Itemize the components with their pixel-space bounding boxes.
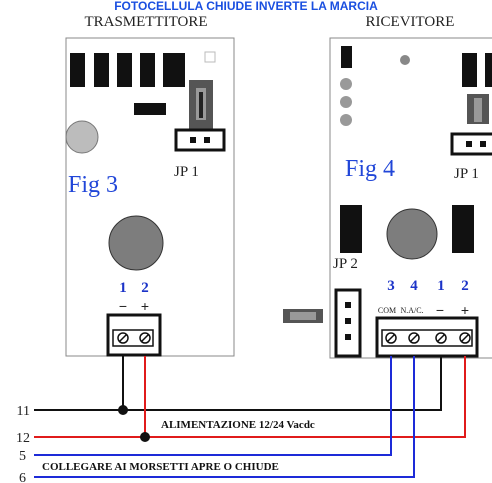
transmitter-component	[134, 103, 166, 115]
transmitter-led-block	[94, 53, 109, 87]
receiver-screw-slot	[386, 333, 396, 343]
transmitter-pin-sign: −	[119, 298, 127, 314]
wire-6	[34, 356, 415, 478]
transmitter-pin-sign: +	[141, 298, 149, 314]
transmitter-jp1-pin	[190, 137, 196, 143]
transmitter-lens	[65, 120, 99, 154]
receiver-jp1-label: JP 1	[454, 166, 479, 182]
transmitter-screw-slot	[140, 333, 150, 343]
transmitter-jp1-header	[174, 128, 226, 152]
receiver-pad	[340, 96, 352, 108]
wire-11	[34, 356, 442, 411]
wire-number-11: 11	[17, 404, 30, 419]
wire-number-5: 5	[19, 449, 26, 464]
receiver-screw-slot	[460, 333, 470, 343]
receiver-jp2-pin	[345, 302, 351, 308]
transmitter-board: TRASMETTITORE JP 1 Fig 3 1 2 − +	[65, 14, 235, 357]
wire-5	[34, 356, 392, 456]
receiver-screw-slot	[436, 333, 446, 343]
receiver-jp2-label: JP 2	[333, 256, 358, 272]
receiver-terminal-label: N.A/C.	[400, 306, 423, 315]
receiver-jp1-pin	[466, 141, 472, 147]
receiver-jp2-pin	[345, 334, 351, 340]
transmitter-pin-number: 1	[119, 280, 127, 296]
wire-12-junction	[140, 432, 150, 442]
receiver-jumper-detail	[474, 98, 482, 122]
transmitter-emitter	[108, 215, 164, 271]
diagram-title: FOTOCELLULA CHIUDE INVERTE LA MARCIA	[114, 0, 378, 13]
receiver-label: RICEVITORE	[366, 14, 455, 30]
receiver-jp2-header	[334, 288, 362, 358]
transmitter-pin-number: 2	[141, 280, 149, 296]
receiver-pad	[340, 114, 352, 126]
transmitter-label: TRASMETTITORE	[84, 14, 207, 30]
receiver-component	[452, 205, 474, 253]
transmitter-led-block	[117, 53, 132, 87]
receiver-jp2-jumper-detail	[290, 312, 316, 320]
transmitter-chip	[163, 53, 185, 87]
receiver-terminal-label: COM	[378, 306, 396, 315]
receiver-component	[340, 205, 362, 253]
receiver-jp1-clip: JP 1	[454, 166, 479, 182]
receiver-pin-number: 1	[437, 278, 445, 294]
receiver-component	[341, 46, 352, 68]
receiver-pin-number: 4	[410, 278, 418, 294]
power-note: ALIMENTAZIONE 12/24 Vacdc	[161, 419, 315, 431]
transmitter-led-block	[140, 53, 155, 87]
transmitter-jp1-pin	[204, 137, 210, 143]
receiver-terminal-strip	[381, 329, 473, 347]
transmitter-jumper-slot	[199, 92, 203, 118]
transmitter-pad	[204, 51, 216, 63]
receiver-fig-label: Fig 4	[345, 156, 395, 182]
contact-note: COLLEGARE AI MORSETTI APRE O CHIUDE	[42, 461, 279, 473]
receiver-terminal-label: +	[461, 302, 469, 318]
transmitter-fig-label: Fig 3	[68, 172, 118, 198]
receiver-pad	[400, 55, 410, 65]
receiver-screw-slot	[409, 333, 419, 343]
transmitter-jp1-label: JP 1	[174, 164, 199, 180]
wire-12	[34, 356, 466, 438]
receiver-pad	[340, 78, 352, 90]
receiver-pin-number: 2	[461, 278, 469, 294]
receiver-led-block	[462, 53, 477, 87]
receiver-pin-number: 3	[387, 278, 395, 294]
wire-number-12: 12	[16, 431, 30, 446]
transmitter-led-block	[70, 53, 85, 87]
wire-number-6: 6	[19, 471, 26, 483]
receiver-led-block	[485, 53, 492, 87]
receiver-sensor	[386, 208, 438, 260]
receiver-jp1-pin	[480, 141, 486, 147]
transmitter-screw-slot	[118, 333, 128, 343]
wiring: 11 12 5 6 ALIMENTAZIONE 12/24 Vacdc COLL…	[16, 356, 466, 483]
receiver-board: RICEVITORE JP 1 Fig 4 JP 2	[283, 14, 492, 359]
receiver-jp2-pin	[345, 318, 351, 324]
wire-11-junction	[118, 405, 128, 415]
receiver-terminal-label: −	[436, 302, 444, 318]
